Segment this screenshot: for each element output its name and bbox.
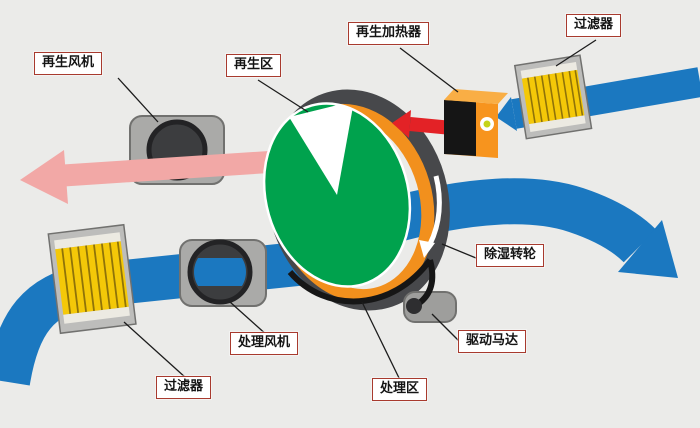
label-regen-heater: 再生加热器 — [348, 22, 430, 45]
leader-wheel — [441, 243, 477, 259]
heater-front-panel — [444, 100, 476, 156]
label-motor: 驱动马达 — [458, 330, 527, 353]
regen-inlet-arrowhead — [496, 97, 517, 131]
label-regen-fan: 再生风机 — [34, 52, 103, 75]
leader-regen-zone — [257, 79, 309, 113]
drive-belt — [287, 258, 433, 305]
process-fan-airflow — [194, 258, 246, 286]
regen-heater — [444, 89, 508, 158]
drive-belt-to-pulley — [416, 259, 436, 307]
filter-bottom-media — [55, 241, 129, 315]
label-filter-top: 过滤器 — [566, 14, 622, 37]
filter-bottom-strip-upper — [54, 232, 121, 250]
leader-process-fan — [229, 301, 269, 337]
filter-top-strip-lower — [529, 115, 586, 132]
wheel-regen-sector-wedge — [289, 101, 354, 195]
drive-belt-and-motor — [287, 258, 457, 323]
leader-lines — [117, 39, 597, 381]
wheel-rotation-arrowhead — [419, 240, 435, 258]
leader-filter-bottom — [123, 321, 187, 379]
label-filter-bottom: 过滤器 — [156, 376, 212, 399]
label-process-zone: 处理区 — [372, 378, 428, 401]
wheel-rotation-arrow — [427, 175, 442, 246]
filter-bottom-pleat-lines — [61, 241, 127, 315]
heater-indicator-core — [483, 120, 491, 128]
label-regen-zone: 再生区 — [226, 54, 282, 77]
label-process-fan: 处理风机 — [230, 332, 299, 355]
motor-pulley — [406, 298, 422, 314]
heater-top — [444, 89, 508, 104]
leader-motor — [431, 313, 461, 343]
process-fan — [179, 239, 267, 307]
filter-top-strip-upper — [520, 61, 578, 79]
leader-process-zone — [361, 301, 401, 381]
label-wheel: 除湿转轮 — [476, 244, 545, 267]
regen-exhaust-arrowhead — [20, 150, 68, 204]
filter-bottom — [47, 223, 137, 335]
filter-top — [513, 54, 593, 140]
filter-top-pleat-lines — [527, 70, 584, 124]
filter-bottom-strip-lower — [63, 306, 130, 324]
leader-filter-top — [555, 39, 597, 67]
heat-arrowhead — [392, 110, 411, 138]
process-outlet-arrowhead — [618, 220, 678, 278]
leader-regen-fan — [117, 77, 159, 123]
leader-regen-heater — [399, 47, 459, 93]
